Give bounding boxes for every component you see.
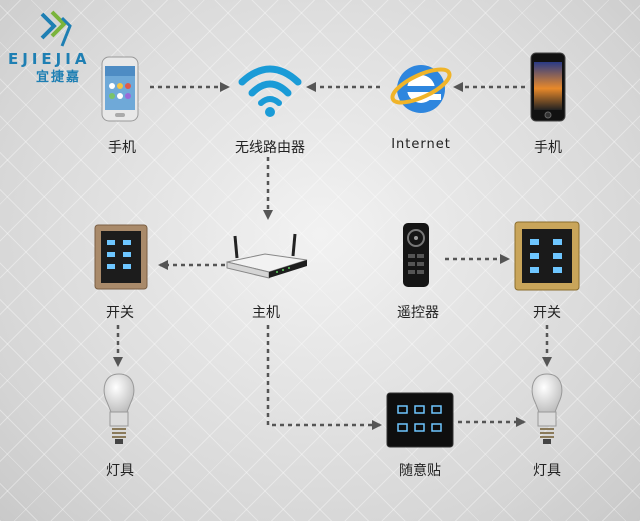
logo-brand-cn: 宜捷嘉 <box>36 70 82 85</box>
internet-explorer-icon <box>390 65 452 113</box>
remote-label: 遥控器 <box>397 305 439 321</box>
internet-label: Internet <box>391 137 451 152</box>
phone-left-label: 手机 <box>108 140 136 156</box>
iphone-icon <box>530 52 566 122</box>
sticker-label: 随意贴 <box>399 463 441 479</box>
switch-right-label: 开关 <box>533 305 561 321</box>
arrow-host-to-sticker <box>266 325 382 430</box>
sticker-panel-icon <box>386 392 454 448</box>
bulb-left-label: 灯具 <box>106 463 134 479</box>
router-label: 无线路由器 <box>235 140 305 156</box>
phone-right-label: 手机 <box>534 140 562 156</box>
wall-switch-icon <box>94 224 148 290</box>
switch-left-label: 开关 <box>106 305 134 321</box>
bulb-right-label: 灯具 <box>533 463 561 479</box>
wall-switch-gold-icon <box>514 221 580 291</box>
logo-mark-icon <box>40 10 72 47</box>
smartphone-icon <box>101 56 139 122</box>
logo-brand-en: EJIEJIA <box>8 50 91 68</box>
host-router-icon <box>226 233 308 279</box>
remote-control-icon <box>403 223 429 287</box>
host-label: 主机 <box>252 305 280 321</box>
light-bulb-icon <box>531 373 563 444</box>
wifi-icon <box>238 65 302 117</box>
light-bulb-icon <box>103 373 135 444</box>
